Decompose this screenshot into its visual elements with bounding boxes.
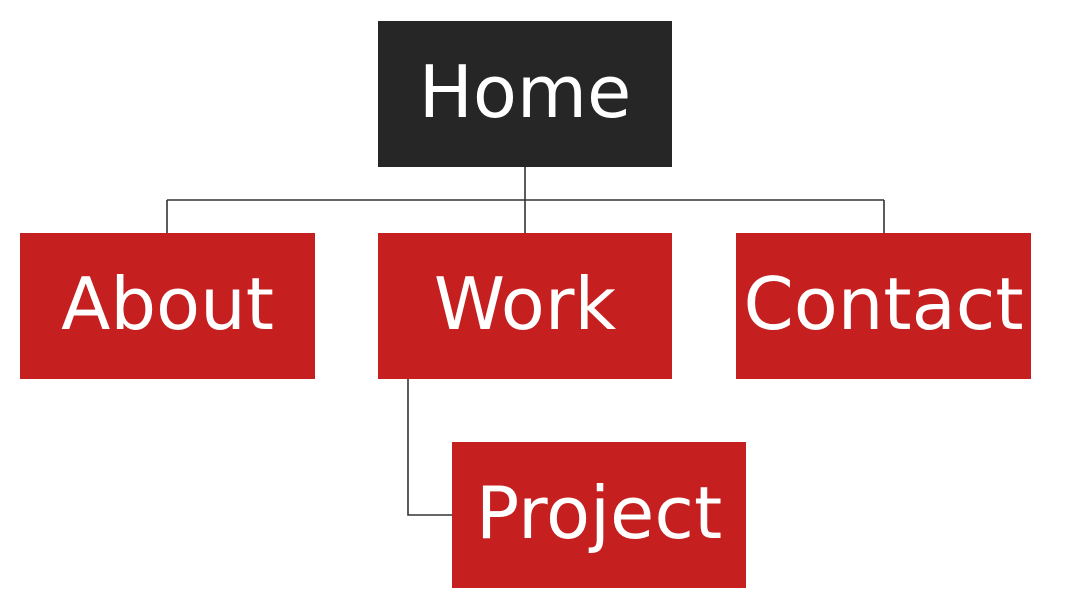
node-work-label: Work bbox=[433, 262, 617, 346]
node-contact: Contact bbox=[736, 233, 1031, 379]
node-home-label: Home bbox=[418, 50, 632, 134]
node-work: Work bbox=[378, 233, 672, 379]
node-home: Home bbox=[378, 21, 672, 167]
node-project: Project bbox=[452, 442, 746, 588]
node-about: About bbox=[20, 233, 315, 379]
node-contact-label: Contact bbox=[743, 262, 1024, 346]
node-about-label: About bbox=[61, 262, 274, 346]
node-project-label: Project bbox=[475, 471, 723, 555]
connector-work-to-project bbox=[407, 379, 452, 516]
